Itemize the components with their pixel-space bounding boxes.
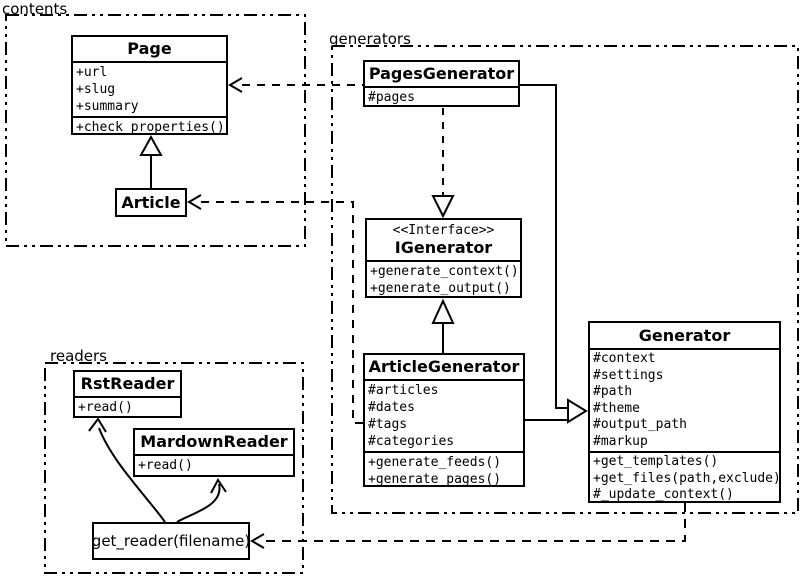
inheritance-arrow-article-to-page xyxy=(139,134,163,188)
method: #_update_context() xyxy=(593,487,734,502)
attributes-compartment: +url +slug +summary xyxy=(73,61,226,116)
class-name: PagesGenerator xyxy=(368,64,515,83)
attribute: #context xyxy=(593,351,656,366)
attributes-compartment: #articles #dates #tags #categories xyxy=(365,379,523,451)
methods-compartment: +generate_feeds() +generate_pages() xyxy=(365,451,523,489)
dependency-arrow-generator-to-getreader xyxy=(250,503,686,549)
arrow-getreader-to-mardownreader xyxy=(176,478,227,523)
attribute: #pages xyxy=(368,90,415,105)
class-name: Generator xyxy=(638,326,731,345)
inheritance-arrows-to-generator xyxy=(520,84,588,424)
attribute: #categories xyxy=(368,434,455,449)
class-box-generator: Generator #context#settings#path#theme#o… xyxy=(588,321,781,503)
attribute: +url xyxy=(76,65,108,80)
class-name: IGenerator xyxy=(394,238,493,257)
class-name: RstReader xyxy=(80,374,175,393)
class-box-articlegenerator: ArticleGenerator #articles #dates #tags #ca… xyxy=(363,353,525,487)
attribute: #output_path xyxy=(593,417,687,432)
function-label: get_reader(filename) xyxy=(91,532,251,550)
dependency-arrow-pagesgenerator-to-page xyxy=(228,77,363,93)
realization-arrow-articlegenerator-to-igenerator xyxy=(431,298,455,353)
dependency-arrow-articlegenerator-to-article xyxy=(187,194,363,424)
class-name: Article xyxy=(121,193,181,212)
method: +read() xyxy=(138,458,193,473)
attributes-compartment: #context#settings#path#theme#output_path… xyxy=(590,348,779,451)
attribute: #dates xyxy=(368,400,415,415)
methods-compartment: +read() xyxy=(75,396,180,417)
title-compartment: <<Interface>> IGenerator xyxy=(367,220,520,260)
class-box-rstreader: RstReader +read() xyxy=(73,370,182,418)
function-box-get-reader: get_reader(filename) xyxy=(92,522,250,560)
method: +read() xyxy=(78,400,133,415)
package-border-contents xyxy=(5,14,306,247)
attribute: #articles xyxy=(368,383,439,398)
package-border-generators xyxy=(331,45,799,514)
class-box-page: Page +url +slug +summary +check_properties… xyxy=(71,35,228,135)
class-box-igenerator: <<Interface>> IGenerator +generate_conte… xyxy=(365,218,522,298)
class-name: Page xyxy=(127,39,172,58)
arrow-getreader-to-rstreader xyxy=(88,417,166,523)
class-box-pagesgenerator: PagesGenerator #pages xyxy=(363,60,520,107)
methods-compartment: +get_templates()+get_files(path,exclude)… xyxy=(590,451,779,505)
attribute: #path xyxy=(593,384,633,399)
method: +get_files(path,exclude) xyxy=(593,470,779,486)
methods-compartment: +read() xyxy=(135,454,293,475)
attribute: #settings xyxy=(593,367,664,383)
attribute: #tags xyxy=(368,417,408,432)
method: +generate_pages() xyxy=(368,472,502,487)
package-label-readers: readers xyxy=(50,347,107,365)
class-name: ArticleGenerator xyxy=(368,357,520,376)
package-label-generators: generators xyxy=(329,30,411,48)
method: +generate_context() xyxy=(370,264,519,279)
method: +check_properties() xyxy=(76,120,225,135)
attributes-compartment: #pages xyxy=(365,86,518,107)
attribute: +slug xyxy=(76,82,116,97)
attribute: +summary xyxy=(76,99,139,114)
class-box-mardownreader: MardownReader +read() xyxy=(133,428,295,477)
method: +generate_feeds() xyxy=(368,455,502,470)
stereotype: <<Interface>> xyxy=(392,223,495,238)
method: +generate_output() xyxy=(370,281,511,296)
class-box-article: Article xyxy=(115,188,187,217)
package-label-contents: contents xyxy=(2,0,68,18)
package-border-readers xyxy=(44,362,304,574)
realization-arrow-pagesgenerator-to-igenerator xyxy=(431,108,455,219)
attribute: #theme xyxy=(593,400,640,416)
class-name: MardownReader xyxy=(140,432,288,451)
methods-compartment: +generate_context() +generate_output() xyxy=(367,260,520,298)
method: +get_templates() xyxy=(593,454,719,469)
attribute: #markup xyxy=(593,433,648,449)
methods-compartment: +check_properties() xyxy=(73,116,226,137)
